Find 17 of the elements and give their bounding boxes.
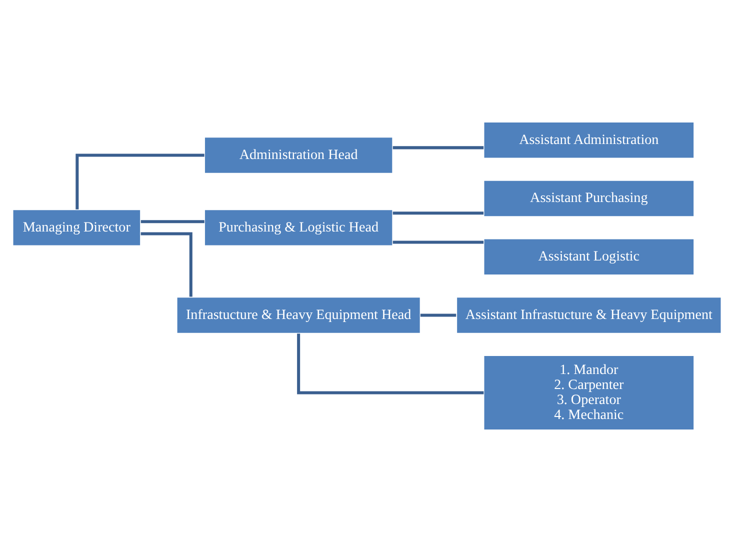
- node-box: Assistant Infrastucture & Heavy Equipment: [456, 296, 722, 334]
- node-box: Infrastucture & Heavy Equipment Head: [176, 296, 421, 334]
- node-box: Managing Director: [12, 208, 142, 246]
- node-box: 1. Mandor 2. Carpenter 3. Operator 4. Mechanic: [483, 354, 695, 430]
- node-box: Assistant Logistic: [483, 238, 695, 275]
- connector: [76, 153, 204, 209]
- connector: [297, 333, 484, 394]
- node-box: Purchasing & Logistic Head: [204, 208, 394, 246]
- node-box: Assistant Purchasing: [483, 179, 695, 217]
- connector: [140, 220, 204, 223]
- connector: [392, 211, 484, 214]
- node-box: Administration Head: [204, 136, 394, 174]
- connector: [392, 240, 484, 244]
- connector: [140, 232, 192, 296]
- connector: [392, 146, 484, 149]
- connector: [420, 313, 456, 316]
- node-box: Assistant Administration: [483, 121, 695, 158]
